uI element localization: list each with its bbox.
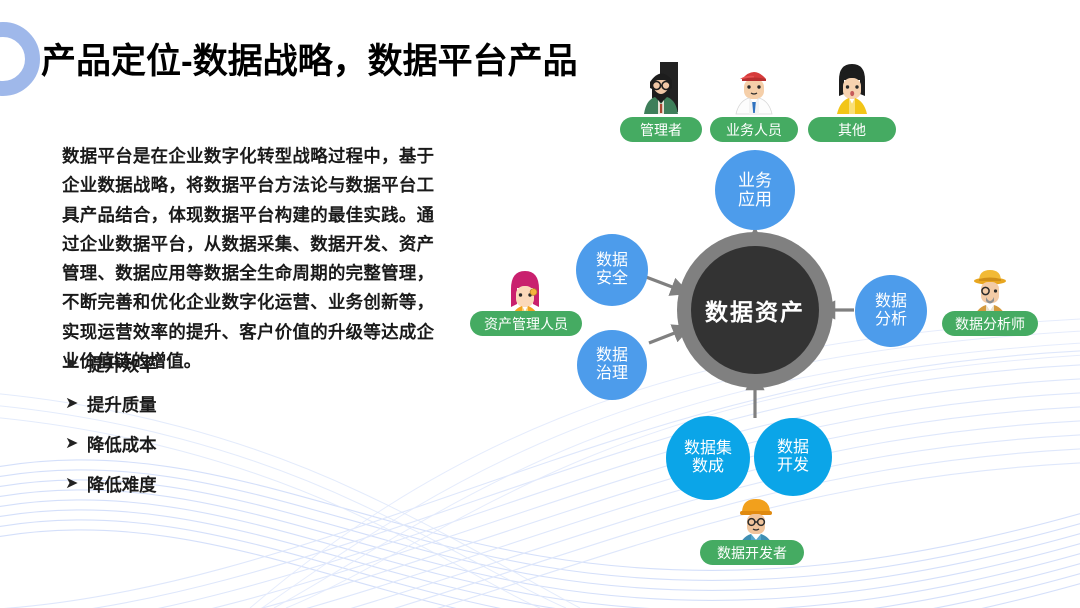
arrow-bullet-icon: ➤ — [65, 355, 79, 372]
short-hair-woman-avatar — [837, 64, 867, 114]
capped-business-person-avatar — [735, 72, 773, 115]
node-data-security[interactable]: 数据 安全 — [576, 234, 648, 306]
node-label-line2: 数成 — [691, 458, 724, 475]
pill-asset-manager[interactable]: 资产管理人员 — [470, 311, 582, 336]
center-node-data-asset[interactable]: 数据资产 — [691, 246, 819, 374]
node-data-integration[interactable]: 数据集 数成 — [666, 416, 750, 500]
node-label-line1: 数据 — [595, 347, 628, 365]
arrow-bullet-icon: ➤ — [65, 395, 79, 412]
node-label-line2: 开发 — [776, 457, 809, 474]
node-business-application[interactable]: 业务 应用 — [715, 150, 795, 230]
node-label-line2: 分析 — [874, 311, 907, 328]
body-paragraph: 数据平台是在企业数字化转型战略过程中，基于企业数据战略，将数据平台方法论与数据平… — [62, 146, 434, 372]
node-label-line2: 应用 — [738, 190, 772, 209]
node-label-line1: 数据 — [595, 252, 628, 270]
arrow-bullet-icon: ➤ — [65, 435, 79, 452]
page-title: 产品定位-数据战略，数据平台产品 — [41, 42, 578, 81]
bullet-label: 降低成本 — [87, 434, 157, 455]
list-item: ➤ 提升质量 — [65, 384, 365, 424]
list-item: ➤ 提升效率 — [65, 344, 365, 384]
bullet-label: 提升效率 — [87, 354, 157, 375]
node-label-line1: 业务 — [738, 170, 772, 190]
bearded-manager-avatar — [644, 62, 678, 114]
node-label-line1: 数据 — [874, 293, 907, 311]
node-data-governance[interactable]: 数据 治理 — [577, 330, 647, 400]
bullet-label: 降低难度 — [87, 474, 157, 495]
pill-data-developer[interactable]: 数据开发者 — [700, 540, 804, 565]
node-label-line2: 治理 — [595, 365, 628, 382]
node-data-analysis[interactable]: 数据 分析 — [855, 275, 927, 347]
node-label-line1: 数据集 — [683, 440, 732, 458]
node-label-line1: 数据 — [776, 439, 809, 457]
bullet-label: 提升质量 — [87, 394, 157, 415]
pill-business-staff[interactable]: 业务人员 — [710, 117, 798, 142]
pill-data-analyst[interactable]: 数据分析师 — [942, 311, 1038, 336]
list-item: ➤ 降低难度 — [65, 464, 365, 504]
list-item: ➤ 降低成本 — [65, 424, 365, 464]
pill-other[interactable]: 其他 — [808, 117, 896, 142]
node-label-line2: 安全 — [595, 270, 628, 287]
pill-manager[interactable]: 管理者 — [620, 117, 702, 142]
bullet-list: ➤ 提升效率 ➤ 提升质量 ➤ 降低成本 ➤ 降低难度 — [65, 344, 365, 504]
arrow-bullet-icon: ➤ — [65, 475, 79, 492]
decorative-ring-icon — [0, 22, 40, 96]
node-data-development[interactable]: 数据 开发 — [754, 418, 832, 496]
